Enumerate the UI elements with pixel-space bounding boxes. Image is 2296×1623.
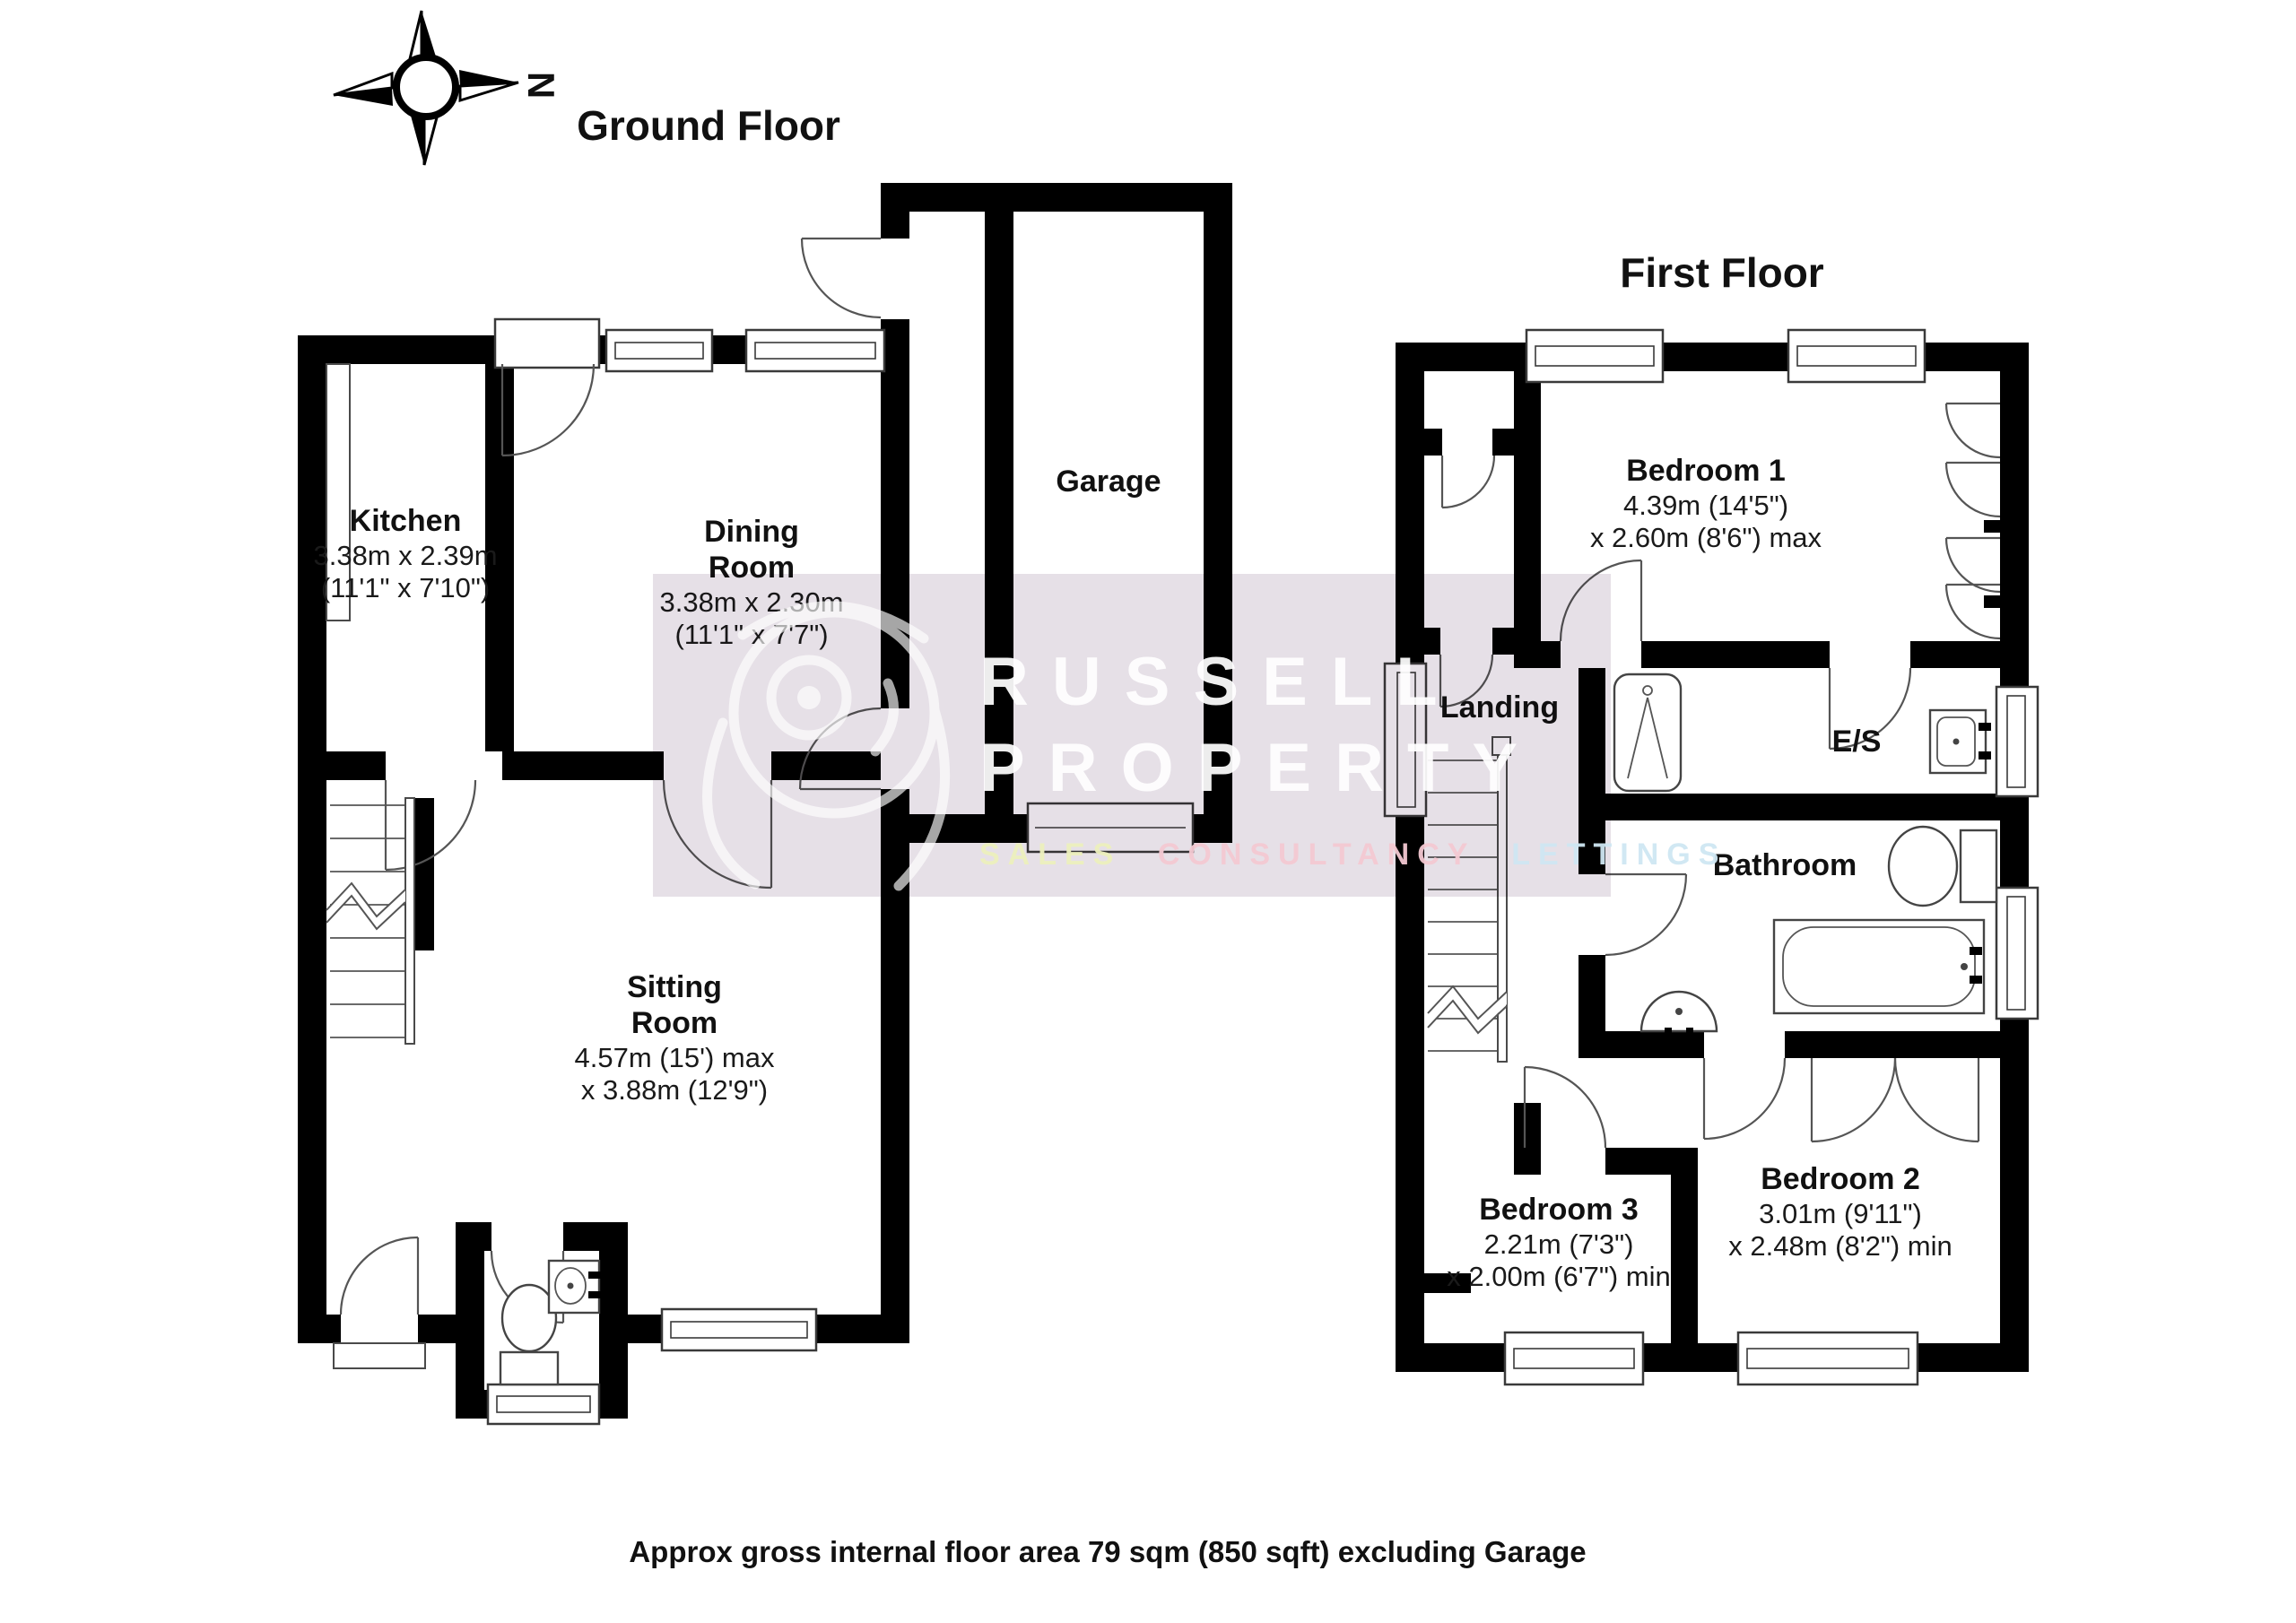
bedroom2-dim-metric: 3.01m (9'11") [1759,1198,1922,1229]
garage-label: Garage [1056,464,1161,499]
sitting-dim-imperial: x 3.88m (12'9") [581,1074,768,1106]
toilet-icon [499,1283,560,1386]
bedroom3-door [1523,1065,1607,1149]
bathroom-sink-icon [1639,990,1718,1042]
kitchen-label: Kitchen [350,504,462,538]
watermark-tag-consultancy: CONSULTANCY [1158,838,1475,872]
bedroom3-label: Bedroom 3 [1479,1193,1639,1227]
bathroom-window [1995,886,2039,1020]
bedroom2-label: Bedroom 2 [1761,1162,1920,1196]
ensuite-sink-icon [1928,708,1991,775]
kitchen-dim-metric: 3.38m x 2.39m [313,540,497,571]
bedroom2-window [1736,1331,1919,1386]
compass-north-label: N [520,72,562,99]
ensuite-fixtures [1613,673,1991,793]
bedroom1-window-right [1787,328,1926,384]
first-floor-doors [1439,402,2001,1149]
bedroom1-dim-metric: 4.39m (14'5") [1623,490,1788,521]
kitchen-door-recess [493,317,601,369]
front-door [339,1236,420,1315]
watermark-tag-sales: SALES [979,838,1121,872]
ensuite-label: E/S [1832,725,1882,759]
compass-icon: N [333,10,562,166]
kitchen-dim-imperial: (11'1" x 7'10") [321,572,490,603]
wc-window [486,1383,601,1426]
bedroom1-window-left [1525,328,1665,384]
dining-room-label-line1: Dining [704,515,799,549]
watermark-brand-line1: RUSSELL [979,644,1461,720]
owl-logo-icon [702,601,951,891]
bathroom-fixtures [1639,825,1998,1042]
dining-window [744,328,886,373]
sitting-room-label-line2: Room [631,1006,718,1040]
bedroom3-window [1503,1331,1645,1386]
watermark-brand-line2: PROPERTY [979,730,1541,806]
watermark: RUSSELL PROPERTY SALES CONSULTANCY LETTI… [653,574,1726,897]
sitting-room-window [660,1307,818,1352]
kitchen-hall-door [384,779,477,872]
bathroom-label: Bathroom [1713,848,1857,882]
bedroom2-door [1702,1057,1787,1141]
ensuite-window [1995,685,2039,798]
bedroom1-label: Bedroom 1 [1626,454,1786,488]
watermark-tag-lettings: LETTINGS [1511,838,1726,872]
svg-text:SALES CONSULTANCY: SALES CONSULTANCY LETTINGS [979,838,1726,872]
shower-icon [1613,673,1683,793]
front-door-step [333,1342,426,1369]
entrance-door [800,237,882,319]
sitting-room-label-line1: Sitting [627,970,722,1004]
bedroom1-dim-imperial: x 2.60m (8'6") max [1590,522,1822,553]
wc-sink-icon [547,1259,601,1315]
first-floor-title: First Floor [1620,249,1824,296]
bedroom2-dim-imperial: x 2.48m (8'2") min [1728,1230,1952,1262]
bathroom-door [1605,872,1688,957]
bedroom1-wardrobe-doors [1944,402,2001,640]
bathroom-toilet-icon [1887,825,1998,907]
footer-area-note: Approx gross internal floor area 79 sqm … [629,1535,1586,1568]
cupboard-door-upper [1440,455,1496,509]
first-floor-walls [1396,343,2029,1372]
wc-fixtures [326,363,601,1386]
ensuite-door [1828,667,1912,751]
sitting-dim-metric: 4.57m (15') max [575,1042,775,1073]
kitchen-window [604,328,714,373]
kitchen-counter [326,363,351,621]
ground-floor-title: Ground Floor [577,102,840,149]
bedroom2-wardrobe-doors [1810,1057,1980,1143]
bedroom3-dim-metric: 2.21m (7'3") [1484,1228,1634,1260]
bath-icon [1772,918,1986,1015]
ground-floor-stairs [326,797,415,1045]
bedroom3-dim-imperial: x 2.00m (6'7") min [1447,1261,1671,1292]
kitchen-exterior-door [500,363,596,457]
